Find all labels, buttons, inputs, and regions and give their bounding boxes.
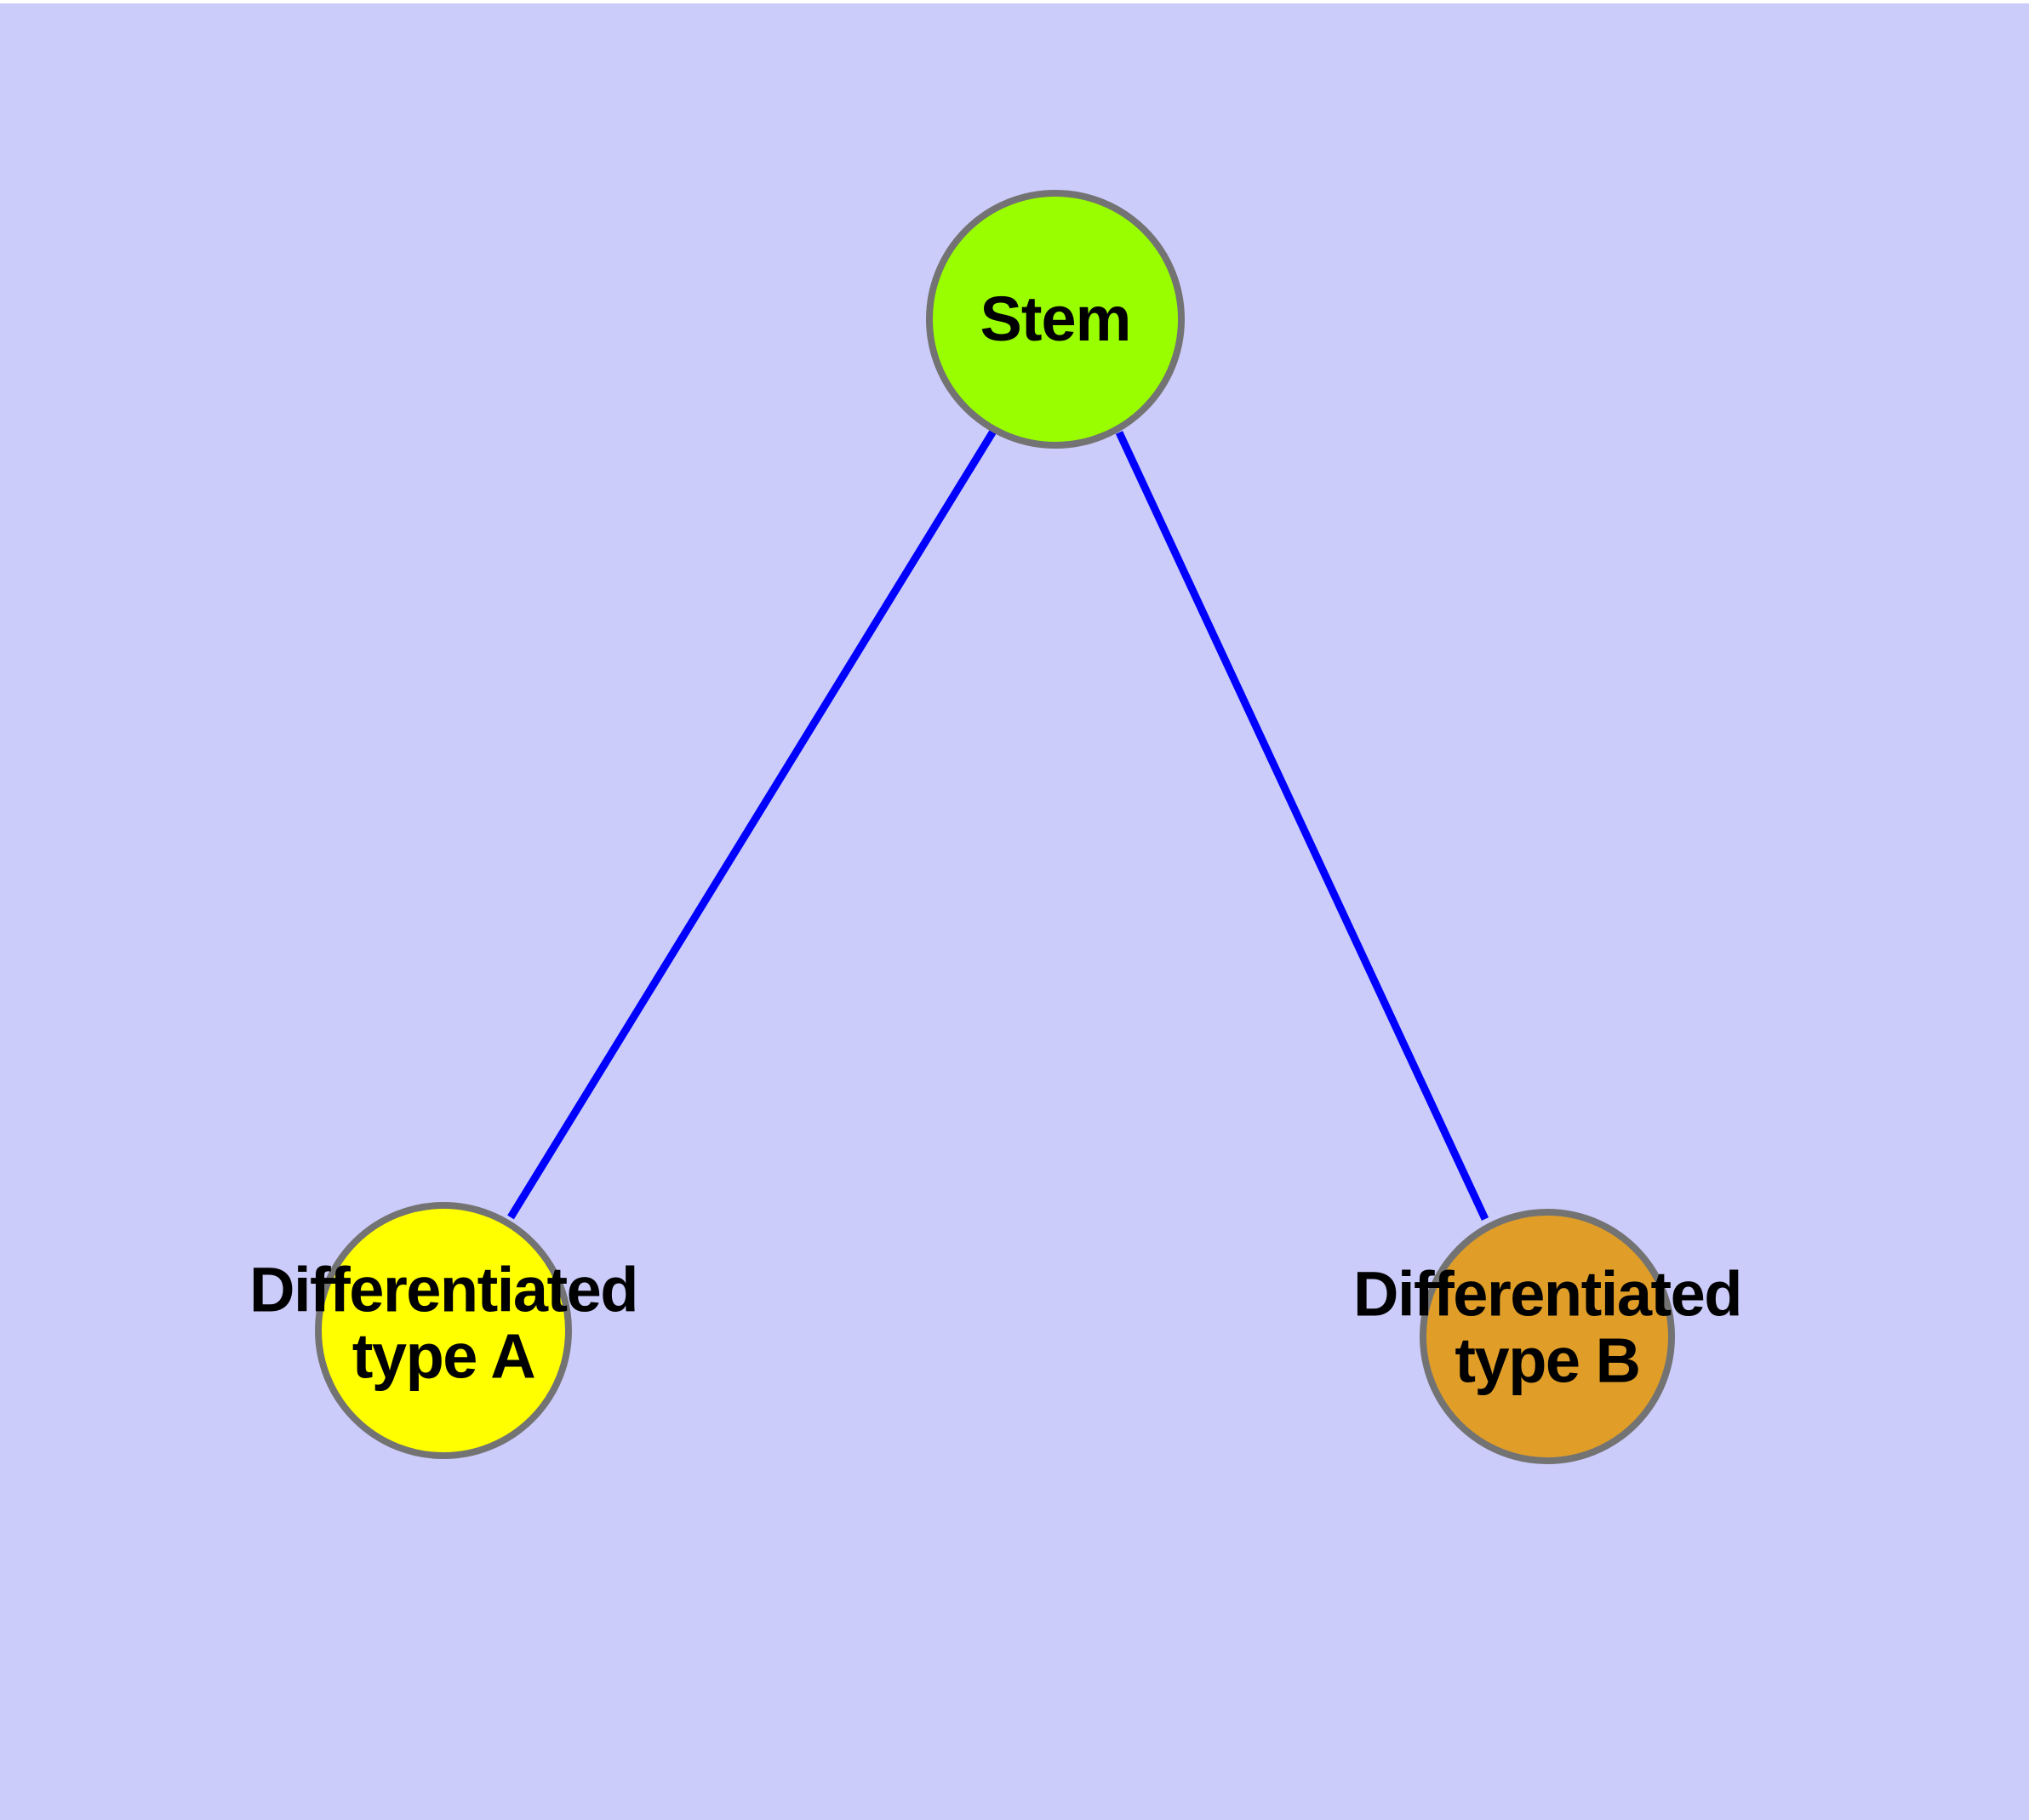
node-layer [315,190,1675,1464]
edge-stem-to-differentiated-type-b[interactable] [1115,431,1489,1221]
node-differentiated-type-b[interactable] [1420,1209,1675,1464]
node-differentiated-type-a[interactable] [315,1202,572,1459]
node-stem[interactable] [926,190,1185,449]
edge-layer [507,427,1489,1221]
edge-stem-to-differentiated-type-a[interactable] [507,427,997,1220]
